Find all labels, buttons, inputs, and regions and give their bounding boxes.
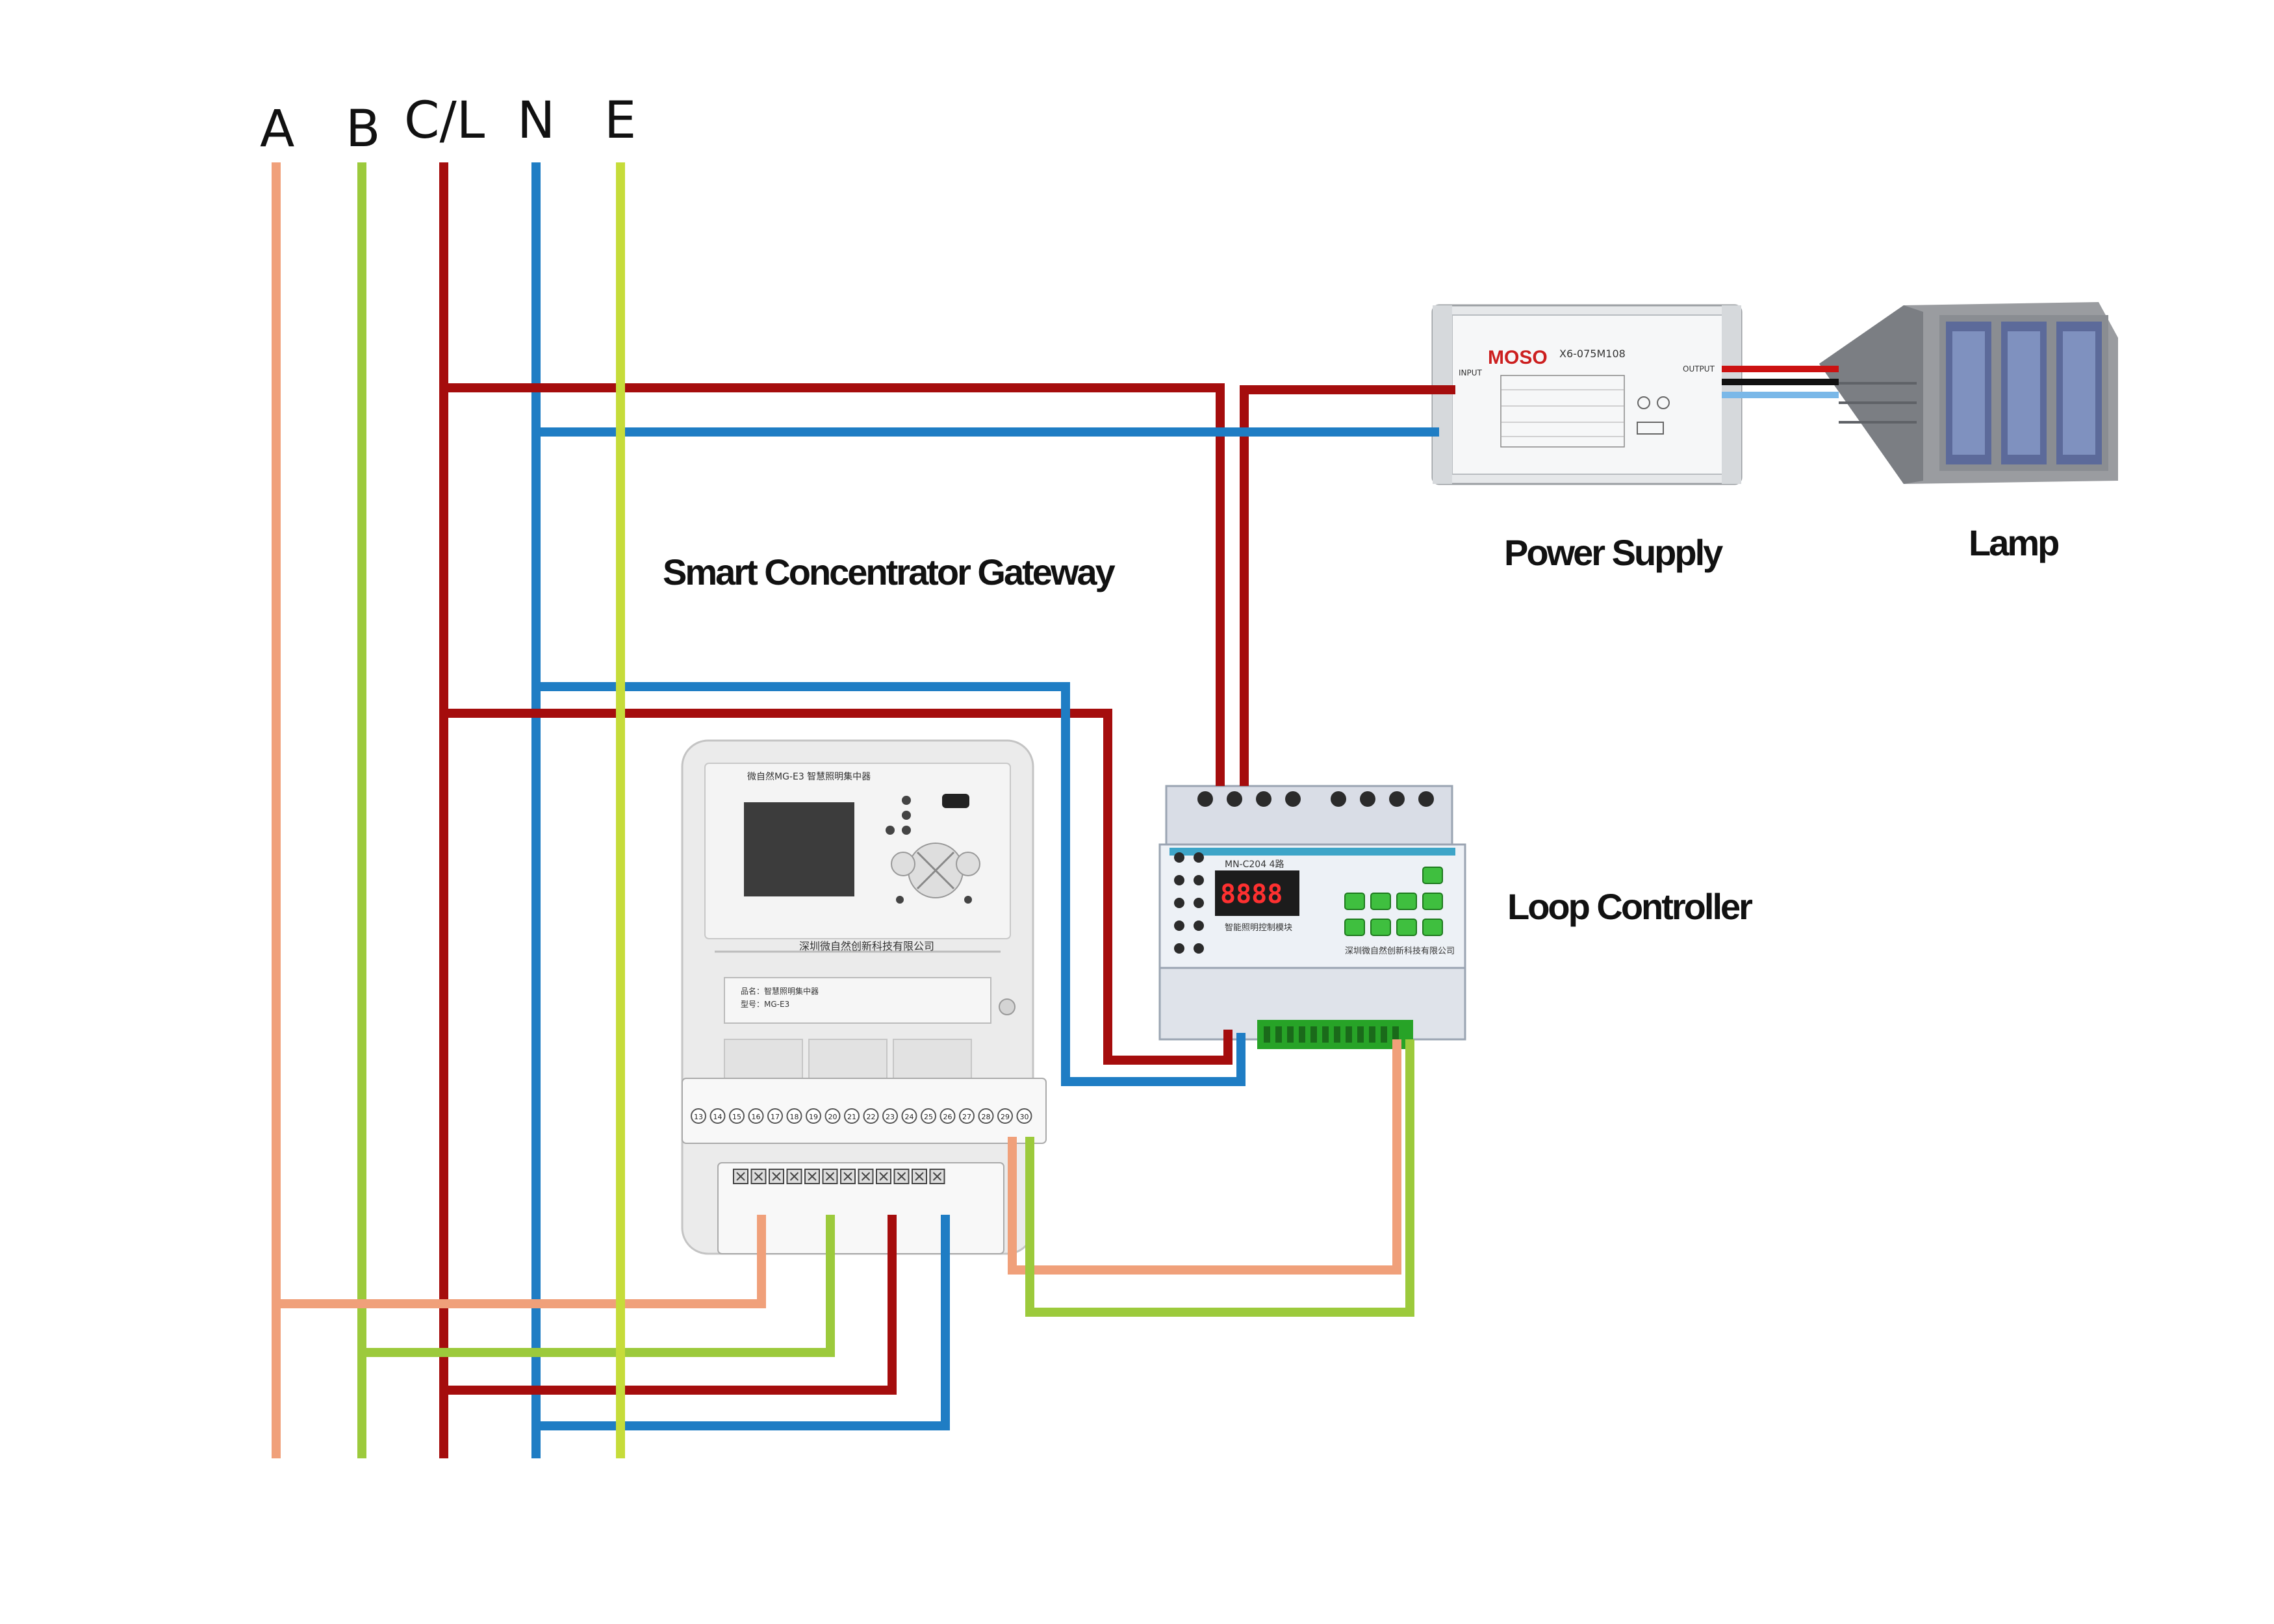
wire-l-to-gateway <box>444 1215 897 1395</box>
gateway-terminal-circle <box>691 1108 706 1124</box>
wire-n-to-controller <box>536 682 1246 1086</box>
gateway-terminal-circle <box>709 1108 726 1124</box>
gateway-terminal-number: 13 <box>694 1113 703 1121</box>
gateway-terminal-number: 18 <box>790 1113 799 1121</box>
loop-controller-subtitle: 智能照明控制模块 <box>1225 923 1292 933</box>
gateway-terminal-circle <box>863 1108 879 1124</box>
gateway-terminal-circle <box>882 1108 898 1124</box>
gateway-terminal-number: 19 <box>809 1113 818 1121</box>
gateway-terminal-number: 26 <box>943 1113 952 1121</box>
gateway-terminal-labels: 13 14 15 16 17 18 19 20 21 22 23 24 25 26 27 28 29 30 <box>691 1108 1032 1124</box>
gateway-terminal-number: 21 <box>847 1113 856 1121</box>
gateway-terminal-circle <box>959 1108 975 1124</box>
bus-label-c-l: C/L <box>404 92 485 150</box>
gateway-terminal-screw-mark <box>736 1172 745 1181</box>
bus-label-n: N <box>517 92 555 150</box>
loop-controller-display: 8888 <box>1220 880 1283 909</box>
gateway-terminal-number: 25 <box>924 1113 933 1121</box>
power-supply-input-label: INPUT <box>1459 368 1483 377</box>
wire-rs485-a <box>1008 1039 1401 1275</box>
gateway-terminal-circle <box>939 1108 956 1124</box>
gateway-terminal-screw-mark <box>772 1172 781 1181</box>
gateway-terminal-number: 28 <box>982 1113 991 1121</box>
wire-n-to-gateway <box>536 1215 950 1430</box>
wire-a-to-gateway <box>276 1215 766 1308</box>
gateway-terminal-number: 14 <box>713 1113 722 1121</box>
gateway-terminal-screw-mark <box>861 1172 871 1181</box>
gateway-terminal-circle <box>729 1108 745 1124</box>
gateway-terminal-screw-mark <box>879 1172 888 1181</box>
bus-label-e: E <box>604 92 636 150</box>
gateway-terminal-number: 30 <box>1020 1113 1029 1121</box>
wire-b-to-gateway <box>362 1215 835 1357</box>
bus-label-a: A <box>260 100 294 159</box>
gateway-terminal-screw-mark <box>808 1172 817 1181</box>
gateway-model: 型号：MG-E3 <box>741 1000 789 1009</box>
wire-l-to-controller-1 <box>444 383 1225 786</box>
gateway-title: 微自然MG-E3 智慧照明集中器 <box>747 771 871 782</box>
gateway-terminal-circle <box>767 1108 783 1124</box>
gateway-terminal-number: 23 <box>886 1113 895 1121</box>
gateway-terminal-number: 20 <box>828 1113 837 1121</box>
lamp-device <box>1819 302 2118 484</box>
power-supply-model: X6-075M108 <box>1559 348 1626 360</box>
gateway-terminal-circle <box>901 1108 917 1124</box>
gateway-terminal-screw-mark <box>897 1172 906 1181</box>
power-supply-output-label: OUTPUT <box>1683 364 1715 374</box>
wiring <box>272 162 1839 1458</box>
bus-label-b: B <box>346 100 381 159</box>
gateway-terminal-number: 24 <box>905 1113 914 1121</box>
loop-controller-company: 深圳微自然创新科技有限公司 <box>1345 946 1455 956</box>
wire-controller-to-power-supply <box>1240 385 1455 786</box>
wire-rs485-b <box>1025 1039 1414 1317</box>
gateway-terminal-circle <box>786 1108 802 1124</box>
gateway-terminal-screw-mark <box>754 1172 763 1181</box>
gateway-terminal-circle <box>806 1108 821 1124</box>
caption-lamp: Lamp <box>1969 522 2058 563</box>
gateway-terminal-screw-mark <box>843 1172 852 1181</box>
loop-controller-device: 8888 MN-C204 4路 智能照明控制模块 深圳微自然创新科技有限公司 <box>1158 785 1466 1049</box>
gateway-device: 微自然MG-E3 智慧照明集中器 深圳微自然创新科技有限公司 品名：智慧照明集中… <box>681 739 1047 1255</box>
gateway-terminal-circle <box>978 1108 994 1124</box>
power-supply-brand: MOSO <box>1488 347 1548 368</box>
gateway-terminal-circle <box>824 1108 841 1124</box>
gateway-terminal-number: 29 <box>1001 1113 1010 1121</box>
wire-l-to-controller-2 <box>444 709 1233 1065</box>
gateway-terminal-number: 27 <box>962 1113 971 1121</box>
gateway-terminal-screw-mark <box>932 1172 942 1181</box>
gateway-terminal-circle <box>997 1108 1013 1124</box>
gateway-terminal-number: 16 <box>752 1113 761 1121</box>
power-supply-device: MOSO X6-075M108 INPUT OUTPUT <box>1431 304 1743 485</box>
gateway-terminal-number: 22 <box>867 1113 876 1121</box>
gateway-terminal-screw-mark <box>789 1172 799 1181</box>
gateway-terminal-block <box>733 1169 945 1184</box>
gateway-terminal-circle <box>844 1108 860 1124</box>
caption-power-supply: Power Supply <box>1504 532 1723 573</box>
loop-controller-model: MN-C204 4路 <box>1225 859 1284 870</box>
gateway-terminal-number: 17 <box>771 1113 780 1121</box>
gateway-product-name: 品名：智慧照明集中器 <box>741 986 819 996</box>
gateway-terminal-screw-mark <box>915 1172 924 1181</box>
gateway-terminal-circle <box>748 1108 764 1124</box>
gateway-terminal-number: 15 <box>732 1113 741 1121</box>
gateway-terminal-circle <box>921 1108 936 1124</box>
caption-gateway: Smart Concentrator Gateway <box>663 552 1116 592</box>
gateway-terminal-screw-mark <box>825 1172 835 1181</box>
gateway-company: 深圳微自然创新科技有限公司 <box>799 940 934 952</box>
caption-loop-controller: Loop Controller <box>1507 886 1752 927</box>
gateway-terminal-circle <box>1016 1108 1032 1124</box>
